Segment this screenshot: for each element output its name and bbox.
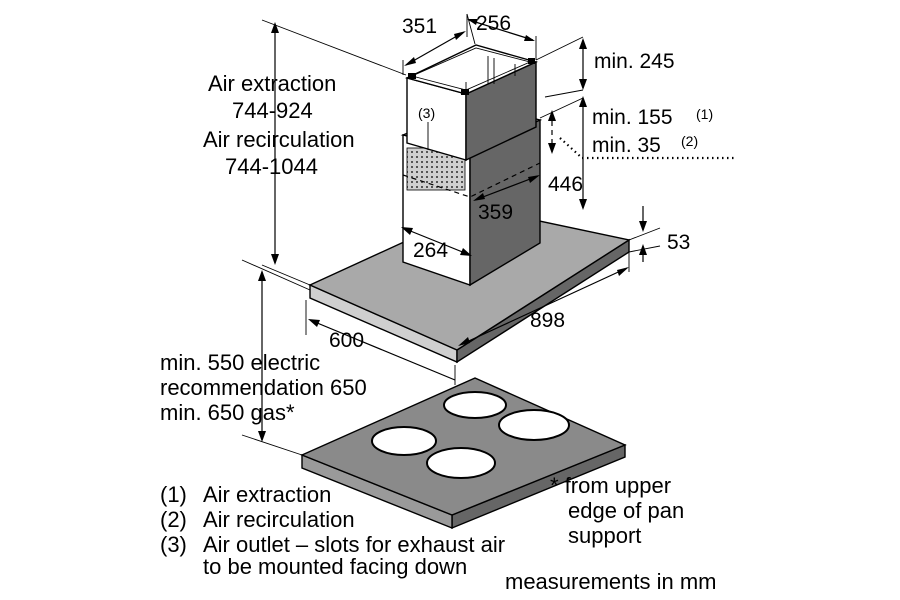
footnote-line-1: * from upper <box>550 473 671 498</box>
air-recirculation-label: Air recirculation <box>203 127 355 152</box>
units-note: measurements in mm <box>505 569 717 594</box>
air-extraction-range: 744-924 <box>232 98 313 123</box>
dim-898-label: 898 <box>530 309 565 332</box>
ref-3-label: (3) <box>418 105 435 121</box>
legend-text-2: Air recirculation <box>203 507 355 532</box>
ref-1-label: (1) <box>696 106 713 122</box>
legend-key-3: (3) <box>160 532 187 557</box>
legend: (1) Air extraction (2) Air recirculation… <box>160 482 505 579</box>
dim-min-35-label: min. 35 <box>592 134 661 157</box>
clearance-electric-label: min. 550 electric <box>160 350 320 375</box>
dim-53-label: 53 <box>667 231 690 254</box>
dim-min-155-label: min. 155 <box>592 106 673 129</box>
dim-351-label: 351 <box>402 15 437 38</box>
dim-264-label: 264 <box>413 239 448 262</box>
footnote-line-2: edge of pan <box>568 498 684 523</box>
cooktop <box>300 377 627 530</box>
clearance-recommendation-label: recommendation 650 <box>160 375 367 400</box>
burner-front <box>426 447 496 479</box>
burner-back <box>443 391 507 419</box>
legend-key-2: (2) <box>160 507 187 532</box>
dim-600-label: 600 <box>329 329 364 352</box>
air-recirculation-range: 744-1044 <box>225 154 318 179</box>
legend-key-1: (1) <box>160 482 187 507</box>
dim-359-label: 359 <box>478 201 513 224</box>
clearance-gas-label: min. 650 gas* <box>160 400 295 425</box>
legend-text-3: Air outlet – slots for exhaust air <box>203 532 505 557</box>
air-extraction-label: Air extraction <box>208 71 336 96</box>
dimension-lines <box>241 13 735 456</box>
dim-min-245-label: min. 245 <box>594 50 675 73</box>
dim-256-label: 256 <box>476 12 511 35</box>
upper-chimney <box>404 44 539 162</box>
legend-text-1: Air extraction <box>203 482 331 507</box>
legend-text-4: to be mounted facing down <box>203 554 467 579</box>
dim-446-label: 446 <box>548 173 583 196</box>
ref-2-label: (2) <box>681 133 698 149</box>
burner-right <box>498 409 570 441</box>
footnote-line-3: support <box>568 523 641 548</box>
burner-left <box>371 426 437 456</box>
